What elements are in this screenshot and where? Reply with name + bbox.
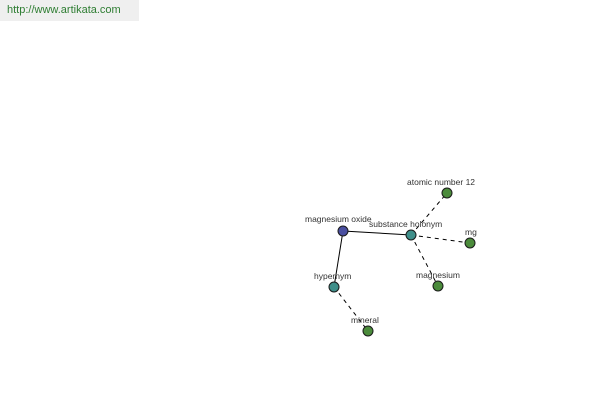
edge-magnesium-oxide-hypernym	[333, 230, 344, 288]
edge-substance-holonym-mg	[410, 234, 471, 244]
node-atomic-number-12[interactable]	[441, 187, 453, 199]
label-magnesium-oxide: magnesium oxide	[305, 214, 372, 224]
node-magnesium[interactable]	[432, 280, 444, 292]
node-hypernym[interactable]	[328, 281, 340, 293]
site-url-link[interactable]: http://www.artikata.com	[0, 0, 139, 21]
node-mg[interactable]	[464, 237, 476, 249]
label-atomic-number-12: atomic number 12	[407, 177, 475, 187]
label-mg: mg	[465, 227, 477, 237]
node-magnesium-oxide[interactable]	[337, 225, 349, 237]
node-substance-holonym[interactable]	[405, 229, 417, 241]
label-hypernym: hypernym	[314, 271, 351, 281]
label-substance-holonym: substance holonym	[369, 219, 442, 229]
edge-substance-holonym-atomic-number-12	[410, 192, 448, 236]
label-mineral: mineral	[351, 315, 379, 325]
label-magnesium: magnesium	[416, 270, 460, 280]
edge-hypernym-mineral	[333, 286, 369, 332]
edge-magnesium-oxide-substance-holonym	[342, 230, 412, 236]
edge-substance-holonym-magnesium	[410, 234, 439, 287]
node-mineral[interactable]	[362, 325, 374, 337]
